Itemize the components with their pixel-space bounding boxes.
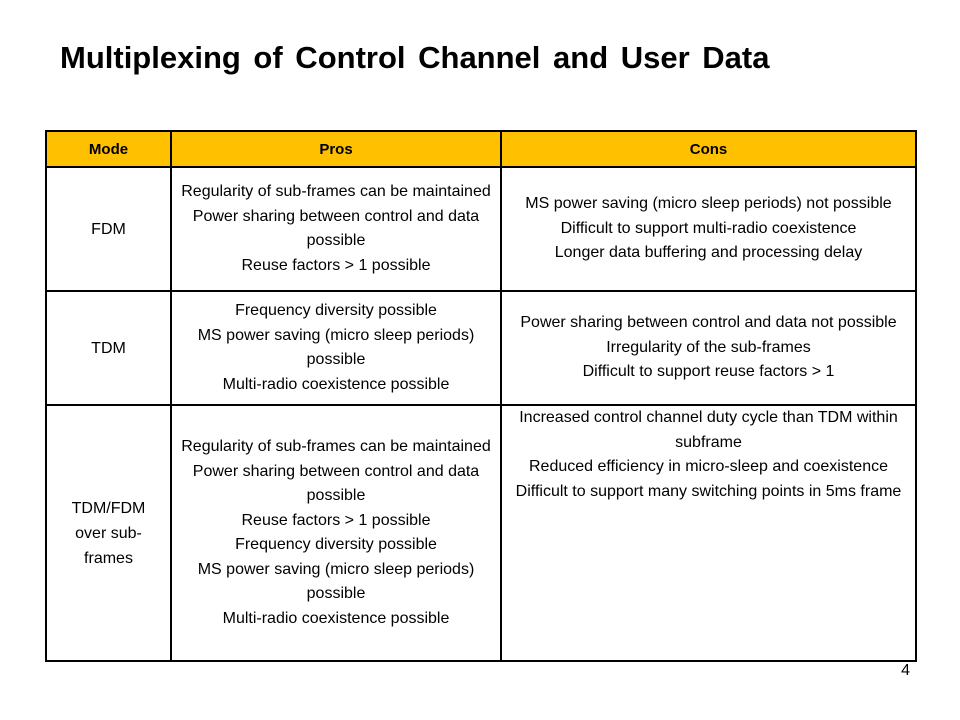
table-row-tdm-fdm: TDM/FDM over sub-frames Regularity of su… (45, 404, 917, 662)
cons-item: MS power saving (micro sleep periods) no… (525, 195, 892, 213)
table-row-tdm: TDM Frequency diversity possible MS powe… (45, 290, 917, 406)
pros-cell: Regularity of sub-frames can be maintain… (170, 404, 502, 662)
cons-item: Power sharing between control and data n… (520, 314, 897, 332)
multiplexing-table: Mode Pros Cons FDM Regularity of sub-fra… (45, 130, 917, 662)
cons-item: Difficult to support reuse factors > 1 (582, 363, 835, 381)
cons-item: Reduced efficiency in micro-sleep and co… (528, 458, 888, 475)
cons-cell: MS power saving (micro sleep periods) no… (500, 166, 917, 292)
pros-item: MS power saving (micro sleep periods) po… (197, 560, 475, 603)
pros-item: Reuse factors > 1 possible (241, 511, 431, 529)
pros-item: Power sharing between control and data p… (192, 462, 480, 505)
pros-item: Regularity of sub-frames can be maintain… (181, 183, 491, 200)
page-title: Multiplexing of Control Channel and User… (60, 40, 770, 75)
header-mode: Mode (45, 130, 172, 168)
mode-cell: TDM/FDM over sub-frames (45, 404, 172, 662)
pros-item: Reuse factors > 1 possible (241, 256, 431, 274)
pros-item: Power sharing between control and data p… (192, 207, 480, 250)
cons-item: Longer data buffering and processing del… (554, 244, 863, 262)
cons-item: Difficult to support many switching poin… (515, 482, 902, 500)
cons-cell: Increased control channel duty cycle tha… (500, 404, 917, 662)
page-number: 4 (901, 662, 910, 679)
pros-item: Frequency diversity possible (235, 302, 437, 319)
pros-item: MS power saving (micro sleep periods) po… (197, 326, 475, 369)
cons-item: Increased control channel duty cycle tha… (519, 409, 898, 451)
pros-cell: Frequency diversity possible MS power sa… (170, 290, 502, 406)
pros-item: Frequency diversity possible (235, 536, 437, 553)
pros-item: Multi-radio coexistence possible (222, 609, 450, 627)
cons-item: Difficult to support multi-radio coexist… (560, 219, 857, 237)
table-header-row: Mode Pros Cons (45, 130, 917, 168)
mode-cell: TDM (45, 290, 172, 406)
header-pros: Pros (170, 130, 502, 168)
table-row-fdm: FDM Regularity of sub-frames can be main… (45, 166, 917, 292)
pros-item: Multi-radio coexistence possible (222, 375, 450, 393)
header-cons: Cons (500, 130, 917, 168)
mode-cell: FDM (45, 166, 172, 292)
pros-cell: Regularity of sub-frames can be maintain… (170, 166, 502, 292)
pros-item: Regularity of sub-frames can be maintain… (181, 438, 491, 455)
cons-item: Irregularity of the sub-frames (606, 338, 811, 356)
cons-cell: Power sharing between control and data n… (500, 290, 917, 406)
